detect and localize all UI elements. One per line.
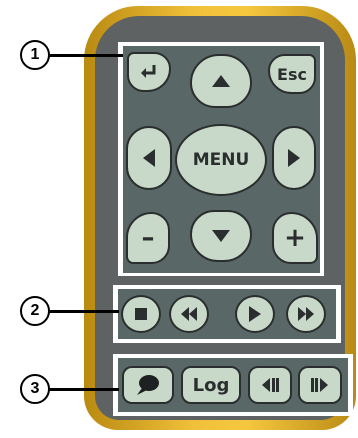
esc-label: Esc [277, 64, 307, 84]
esc-button[interactable]: Esc [268, 54, 316, 94]
rewind-button[interactable] [169, 295, 209, 333]
callout-3: 3 [20, 374, 50, 404]
step-forward-button[interactable] [298, 366, 342, 404]
plus-button[interactable]: + [272, 212, 318, 264]
menu-label: MENU [192, 150, 250, 170]
play-icon [249, 306, 261, 322]
rewind-icon [181, 307, 197, 321]
speech-bubble-icon [137, 375, 159, 395]
fast-forward-button[interactable] [286, 295, 326, 333]
left-arrow-icon [143, 149, 155, 167]
minus-button[interactable]: – [126, 212, 170, 264]
step-forward-icon [311, 378, 328, 392]
plus-label: + [284, 223, 306, 253]
right-button[interactable] [272, 126, 316, 190]
callout-3-leader [49, 388, 119, 391]
step-back-icon [262, 378, 279, 392]
fast-forward-icon [298, 307, 314, 321]
log-label: Log [192, 374, 230, 396]
up-button[interactable] [190, 54, 252, 108]
callout-1-leader [49, 54, 123, 57]
enter-icon [141, 65, 156, 78]
callout-2: 2 [20, 296, 50, 326]
stop-button[interactable] [121, 295, 161, 333]
log-button[interactable]: Log [181, 366, 241, 404]
enter-button[interactable] [127, 52, 171, 92]
up-arrow-icon [212, 75, 230, 87]
menu-button[interactable]: MENU [175, 124, 267, 196]
step-back-button[interactable] [248, 366, 292, 404]
down-arrow-icon [212, 230, 230, 242]
voice-button[interactable] [122, 366, 174, 404]
stop-icon [135, 308, 147, 320]
callout-1: 1 [20, 40, 50, 70]
down-button[interactable] [190, 210, 252, 262]
play-button[interactable] [235, 295, 275, 333]
minus-label: – [141, 223, 155, 253]
left-button[interactable] [126, 126, 172, 190]
callout-2-leader [49, 310, 119, 313]
right-arrow-icon [288, 149, 300, 167]
